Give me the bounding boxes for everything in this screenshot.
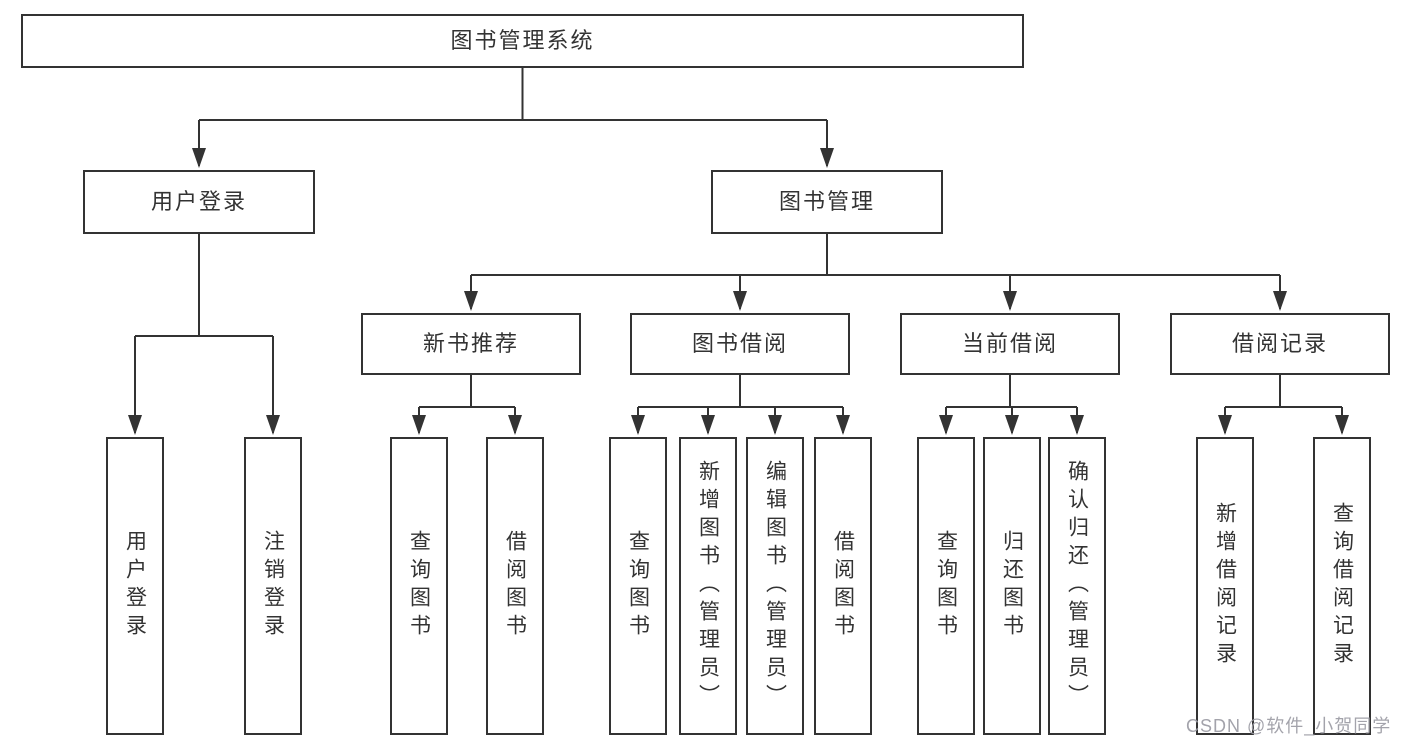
- node-leaf-query-borrow-record: 查询借阅记录: [1313, 437, 1371, 735]
- node-root-label: 图书管理系统: [450, 28, 595, 53]
- connector-root-trunk: [199, 68, 827, 121]
- node-leaf-edit-books-admin: 编辑图书（管理员）: [746, 437, 804, 735]
- node-leaf-recommend-query-books-label: 查询图书: [407, 530, 431, 642]
- node-leaf-confirm-return-admin-label: 确认归还（管理员）: [1065, 460, 1089, 712]
- csdn-watermark: CSDN @软件_小贺同学: [1186, 716, 1392, 736]
- node-leaf-add-borrow-record: 新增借阅记录: [1196, 437, 1254, 735]
- connector-current-trunk: [946, 375, 1077, 408]
- connector-recommend-trunk: [419, 375, 515, 408]
- node-current-borrow-label: 当前借阅: [961, 331, 1058, 356]
- node-new-book-recommend-label: 新书推荐: [422, 331, 519, 356]
- node-leaf-logout-label: 注销登录: [261, 530, 285, 642]
- node-leaf-borrow-books: 借阅图书: [814, 437, 872, 735]
- node-new-book-recommend: 新书推荐: [361, 313, 581, 375]
- connector-book-management-trunk: [471, 234, 1280, 276]
- node-book-management: 图书管理: [711, 170, 943, 234]
- connector-borrow-trunk: [638, 375, 843, 408]
- node-borrow-record: 借阅记录: [1170, 313, 1390, 375]
- node-borrow-record-label: 借阅记录: [1231, 331, 1328, 356]
- node-leaf-recommend-borrow-books: 借阅图书: [486, 437, 544, 735]
- node-leaf-recommend-query-books: 查询图书: [390, 437, 448, 735]
- node-leaf-borrow-query-books: 查询图书: [609, 437, 667, 735]
- node-leaf-add-books-admin-label: 新增图书（管理员）: [696, 460, 720, 712]
- node-leaf-query-borrow-record-label: 查询借阅记录: [1330, 502, 1354, 670]
- node-book-borrow-label: 图书借阅: [691, 331, 788, 356]
- node-leaf-current-query-books: 查询图书: [917, 437, 975, 735]
- node-leaf-borrow-books-label: 借阅图书: [831, 530, 855, 642]
- node-leaf-current-query-books-label: 查询图书: [934, 530, 958, 642]
- node-leaf-confirm-return-admin: 确认归还（管理员）: [1048, 437, 1106, 735]
- node-leaf-logout: 注销登录: [244, 437, 302, 735]
- node-user-login: 用户登录: [83, 170, 315, 234]
- node-leaf-recommend-borrow-books-label: 借阅图书: [503, 530, 527, 642]
- node-leaf-user-login-label: 用户登录: [123, 530, 147, 642]
- node-user-login-label: 用户登录: [150, 189, 247, 214]
- node-leaf-borrow-query-books-label: 查询图书: [626, 530, 650, 642]
- node-root-library-system: 图书管理系统: [21, 14, 1024, 68]
- node-leaf-user-login: 用户登录: [106, 437, 164, 735]
- node-leaf-add-borrow-record-label: 新增借阅记录: [1213, 502, 1237, 670]
- node-leaf-edit-books-admin-label: 编辑图书（管理员）: [763, 460, 787, 712]
- node-leaf-add-books-admin: 新增图书（管理员）: [679, 437, 737, 735]
- node-book-management-label: 图书管理: [778, 189, 875, 214]
- node-leaf-return-books-label: 归还图书: [1000, 530, 1024, 642]
- node-book-borrow: 图书借阅: [630, 313, 850, 375]
- connector-user-login-trunk: [135, 234, 273, 337]
- connector-record-trunk: [1225, 375, 1342, 408]
- node-current-borrow: 当前借阅: [900, 313, 1120, 375]
- node-leaf-return-books: 归还图书: [983, 437, 1041, 735]
